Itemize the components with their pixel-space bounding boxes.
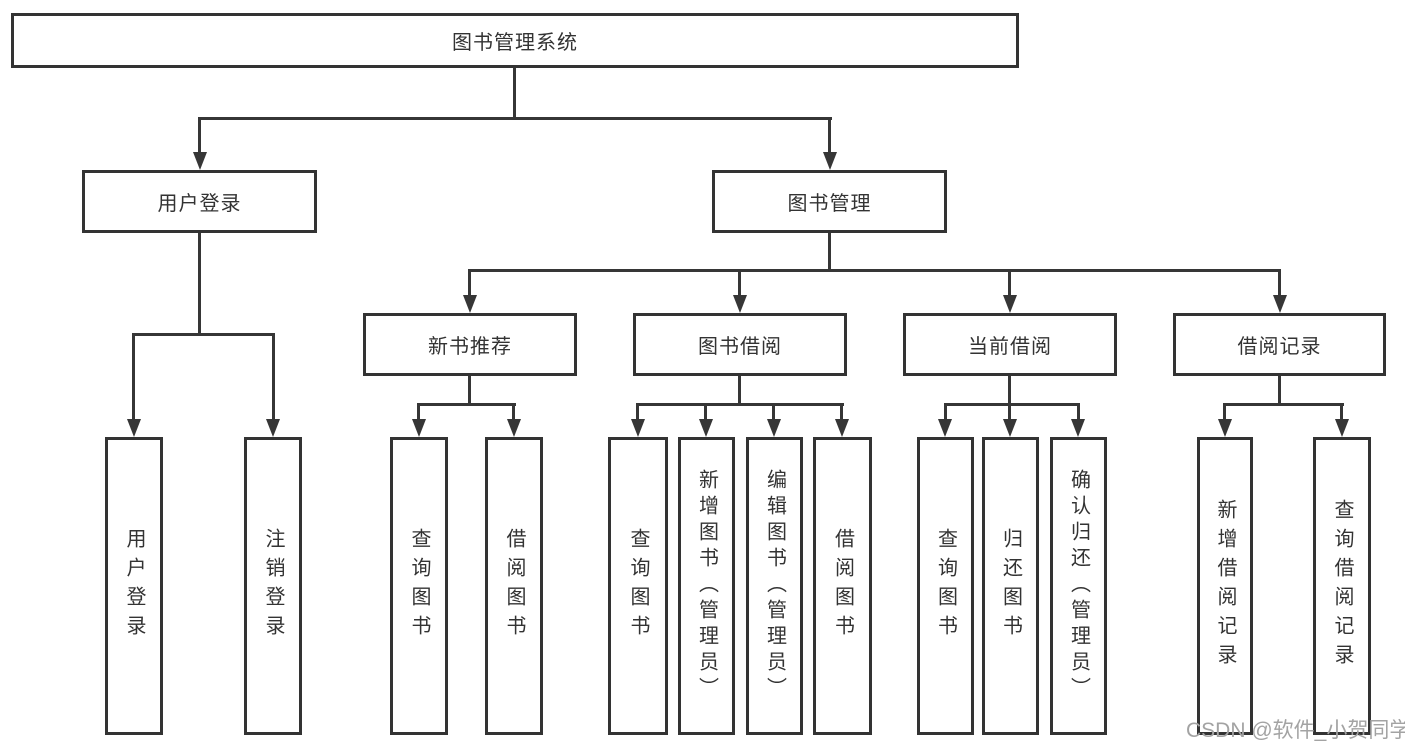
connector-current-stem [1008,376,1011,406]
arrow-down-icon [631,419,645,437]
node-user-login-branch: 用户登录 [82,170,317,233]
connector-current-bar [944,403,1080,406]
connector-borrow-stem [738,376,741,406]
leaf-borrow-book: 借阅图书 [813,437,872,735]
connector-root-bar [198,117,832,120]
leaf-edit-book-admin: 编辑图书（管理员） [746,437,803,735]
arrow-down-icon [835,419,849,437]
leaf-query-book-recommend: 查询图书 [390,437,448,735]
leaf-add-book-admin: 新增图书（管理员） [678,437,735,735]
connector-drop-leaf-login [132,333,135,421]
connector-drop-user-login [198,117,201,154]
connector-drop [1008,403,1011,421]
leaf-return-book: 归还图书 [982,437,1039,735]
connector-userlogin-stem [198,233,201,335]
csdn-watermark: CSDN @软件_小贺同学 [1186,719,1405,742]
connector-recommend-bar [417,403,516,406]
node-book-borrow: 图书借阅 [633,313,847,376]
connector-record-stem [1278,376,1281,406]
node-root-library-system: 图书管理系统 [11,13,1019,68]
node-book-management-branch: 图书管理 [712,170,947,233]
leaf-logout: 注销登录 [244,437,302,735]
connector-drop [1223,403,1226,421]
arrow-down-icon [412,419,426,437]
connector-record-bar [1223,403,1344,406]
arrow-down-icon [1218,419,1232,437]
node-current-borrow: 当前借阅 [903,313,1117,376]
arrow-down-icon [823,152,837,170]
arrow-down-icon [938,419,952,437]
connector-drop-leaf-logout [272,333,275,421]
arrow-down-icon [1335,419,1349,437]
arrow-down-icon [127,419,141,437]
connector-drop [840,403,843,421]
connector-userlogin-bar [132,333,275,336]
arrow-down-icon [1273,295,1287,313]
arrow-down-icon [193,152,207,170]
connector-recommend-stem [468,376,471,406]
leaf-borrow-book-recommend: 借阅图书 [485,437,543,735]
arrow-down-icon [1071,419,1085,437]
connector-drop-recommend [468,269,471,297]
connector-bookmgmt-bar [468,269,1281,272]
connector-borrow-bar [636,403,844,406]
leaf-query-book-borrow: 查询图书 [608,437,668,735]
node-borrow-record: 借阅记录 [1173,313,1386,376]
connector-drop [772,403,775,421]
connector-drop-book-mgmt [828,117,831,154]
connector-drop [1340,403,1343,421]
arrow-down-icon [1003,295,1017,313]
connector-drop [704,403,707,421]
arrow-down-icon [266,419,280,437]
leaf-add-borrow-record: 新增借阅记录 [1197,437,1253,735]
arrow-down-icon [463,295,477,313]
leaf-user-login: 用户登录 [105,437,163,735]
connector-drop [512,403,515,421]
connector-drop [1077,403,1080,421]
connector-drop-borrow [738,269,741,297]
connector-root-stem [513,67,516,119]
leaf-query-borrow-record: 查询借阅记录 [1313,437,1371,735]
connector-drop [636,403,639,421]
arrow-down-icon [733,295,747,313]
leaf-query-book-current: 查询图书 [917,437,974,735]
arrow-down-icon [507,419,521,437]
arrow-down-icon [699,419,713,437]
connector-drop-current [1008,269,1011,297]
connector-drop [944,403,947,421]
connector-drop [417,403,420,421]
leaf-confirm-return-admin: 确认归还（管理员） [1050,437,1107,735]
arrow-down-icon [1003,419,1017,437]
connector-drop-record [1278,269,1281,297]
arrow-down-icon [767,419,781,437]
connector-bookmgmt-stem [828,233,831,271]
node-new-book-recommend: 新书推荐 [363,313,577,376]
